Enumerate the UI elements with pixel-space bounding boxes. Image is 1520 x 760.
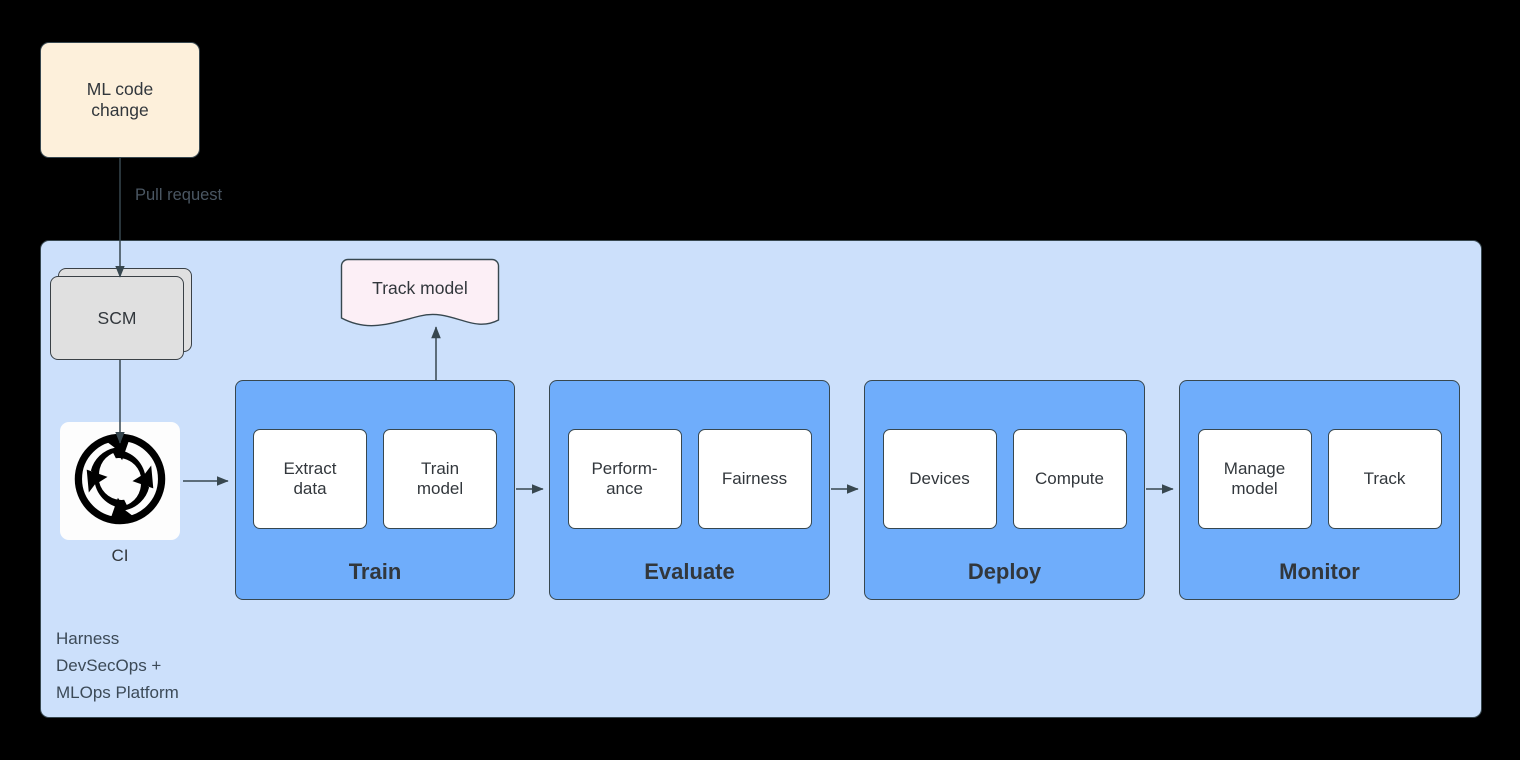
document-shape-icon — [340, 258, 500, 327]
stage-item-devices[interactable]: Devices — [882, 429, 997, 529]
stage-item-extract-data[interactable]: Extract data — [253, 429, 367, 529]
stage-item-train-model[interactable]: Train model — [383, 429, 497, 529]
stage-group-monitor[interactable]: Manage model Track Monitor — [1179, 380, 1460, 600]
stage-title-train: Train — [348, 559, 402, 584]
pull-request-edge-label: Pull request — [135, 186, 223, 204]
stage-group-deploy[interactable]: Devices Compute Deploy — [864, 380, 1145, 600]
track-model-document-node[interactable]: Track model — [340, 258, 500, 336]
scm-node[interactable]: SCM — [50, 268, 192, 360]
stage-group-evaluate[interactable]: Perform- ance Fairness Evaluate — [549, 380, 830, 600]
track-model-document-label: Track model — [372, 278, 468, 298]
scm-stack-front-card: SCM — [50, 276, 184, 360]
stage-item-track[interactable]: Track — [1327, 429, 1442, 529]
stage-items-train: Extract data Train model — [236, 429, 514, 529]
platform-caption: Harness DevSecOps + MLOps Platform — [56, 629, 179, 702]
stage-group-train[interactable]: Extract data Train model Train — [235, 380, 515, 600]
ci-node-caption: CI — [111, 546, 129, 565]
stage-item-fairness[interactable]: Fairness — [697, 429, 812, 529]
stage-title-evaluate: Evaluate — [644, 559, 735, 584]
stage-title-deploy: Deploy — [967, 559, 1042, 584]
ci-cycle-arrows-icon — [68, 427, 172, 536]
stage-items-monitor: Manage model Track — [1180, 429, 1459, 529]
stage-items-evaluate: Perform- ance Fairness — [550, 429, 829, 529]
ci-node[interactable] — [60, 422, 180, 540]
stage-item-compute[interactable]: Compute — [1012, 429, 1127, 529]
stage-item-manage-model[interactable]: Manage model — [1197, 429, 1312, 529]
ml-code-change-node[interactable]: ML code change — [40, 42, 200, 158]
stage-title-monitor: Monitor — [1279, 559, 1360, 584]
stage-item-performance[interactable]: Perform- ance — [567, 429, 682, 529]
stage-items-deploy: Devices Compute — [865, 429, 1144, 529]
